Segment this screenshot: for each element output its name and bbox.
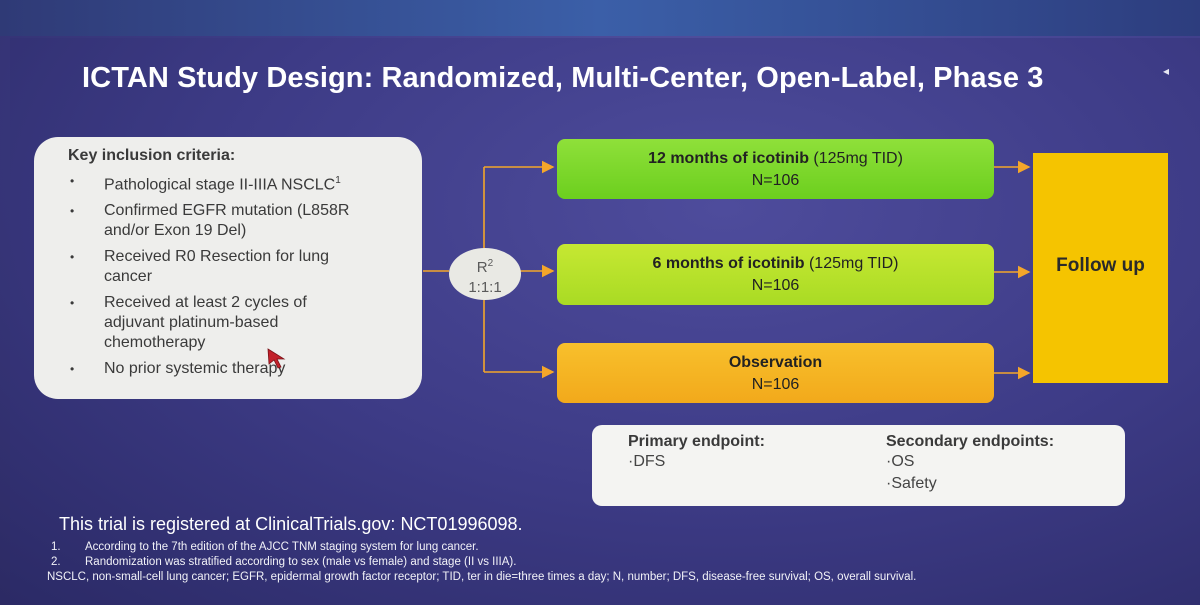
arm-n: N=106 (751, 277, 800, 294)
inclusion-text: No prior systemic therapy (104, 360, 286, 378)
primary-endpoint-heading: Primary endpoint: (628, 433, 765, 450)
bullet-icon: • (70, 174, 75, 188)
secondary-endpoint-item: ·Safety (886, 475, 937, 492)
inclusion-list: • Pathological stage II-IIIA NSCLC1 • Co… (68, 171, 408, 379)
randomization-ratio: 1:1:1 (468, 279, 502, 296)
inclusion-text: chemotherapy (104, 334, 206, 352)
endpoints-box: Primary endpoint: ·DFS Secondary endpoin… (592, 425, 1125, 506)
footnote: 2. Randomization was stratified accordin… (47, 555, 1177, 570)
secondary-endpoints-heading: Secondary endpoints: (886, 433, 1055, 450)
secondary-endpoint-item: ·OS (886, 453, 915, 470)
bullet-icon: • (70, 362, 75, 377)
arm-observation: Observation N=106 (557, 343, 994, 403)
footnote-number: 2. (51, 556, 61, 568)
inclusion-criteria-box: Key inclusion criteria: • Pathological s… (34, 137, 422, 399)
inclusion-item: • Received R0 Resection for lung cancer (68, 247, 408, 287)
inclusion-text: adjuvant platinum-based (104, 314, 279, 332)
follow-up-box: Follow up (1033, 153, 1168, 383)
footnotes: 1. According to the 7th edition of the A… (47, 540, 1177, 585)
arm-n: N=106 (751, 172, 800, 189)
inclusion-text: Pathological stage II-IIIA NSCLC (104, 176, 336, 194)
footnote: 1. According to the 7th edition of the A… (47, 540, 1177, 555)
footnote-ref: 2 (487, 258, 494, 269)
bullet-icon: • (70, 250, 75, 265)
footnote-ref: 1 (335, 175, 341, 186)
arm-name: 12 months of icotinib (648, 150, 809, 167)
secondary-endpoints: Secondary endpoints: ·OS ·Safety (886, 433, 1054, 495)
inclusion-text: Received R0 Resection for lung (104, 248, 330, 266)
arm-dose: (125mg TID) (804, 255, 899, 272)
screen-top-bar (0, 0, 1200, 36)
inclusion-item: • Confirmed EGFR mutation (L858R and/or … (68, 201, 408, 241)
randomization-label: R (476, 259, 488, 276)
abbreviations: NSCLC, non-small-cell lung cancer; EGFR,… (47, 571, 917, 583)
inclusion-text: and/or Exon 19 Del) (104, 222, 247, 240)
inclusion-item: • No prior systemic therapy (68, 359, 408, 379)
inclusion-text: Received at least 2 cycles of (104, 294, 307, 312)
arm-name: Observation (728, 354, 823, 371)
arm-dose: (125mg TID) (808, 150, 903, 167)
footnote-text: According to the 7th edition of the AJCC… (85, 541, 479, 553)
randomization-circle: R2 1:1:1 (449, 248, 521, 300)
footnote-text: Randomization was stratified according t… (85, 556, 517, 568)
arm-name: 6 months of icotinib (652, 255, 805, 272)
inclusion-text: Confirmed EGFR mutation (L858R (104, 202, 350, 220)
corner-marker-icon: ◂ (1163, 64, 1170, 78)
primary-endpoint: Primary endpoint: ·DFS (628, 433, 765, 473)
bullet-icon: • (70, 204, 75, 219)
inclusion-item: • Pathological stage II-IIIA NSCLC1 (68, 171, 408, 195)
arm-12-months: 12 months of icotinib (125mg TID) N=106 (557, 139, 994, 199)
registration-note: This trial is registered at ClinicalTria… (59, 514, 523, 534)
primary-endpoint-item: ·DFS (628, 453, 666, 470)
bullet-icon: • (70, 296, 75, 311)
footnote-number: 1. (51, 541, 61, 553)
inclusion-heading: Key inclusion criteria: (68, 147, 236, 164)
arm-n: N=106 (751, 376, 800, 393)
slide-title: ICTAN Study Design: Randomized, Multi-Ce… (82, 62, 1044, 94)
arm-6-months: 6 months of icotinib (125mg TID) N=106 (557, 244, 994, 305)
inclusion-item: • Received at least 2 cycles of adjuvant… (68, 293, 408, 353)
inclusion-text: cancer (104, 268, 153, 286)
pointer-cursor-icon (267, 348, 286, 369)
